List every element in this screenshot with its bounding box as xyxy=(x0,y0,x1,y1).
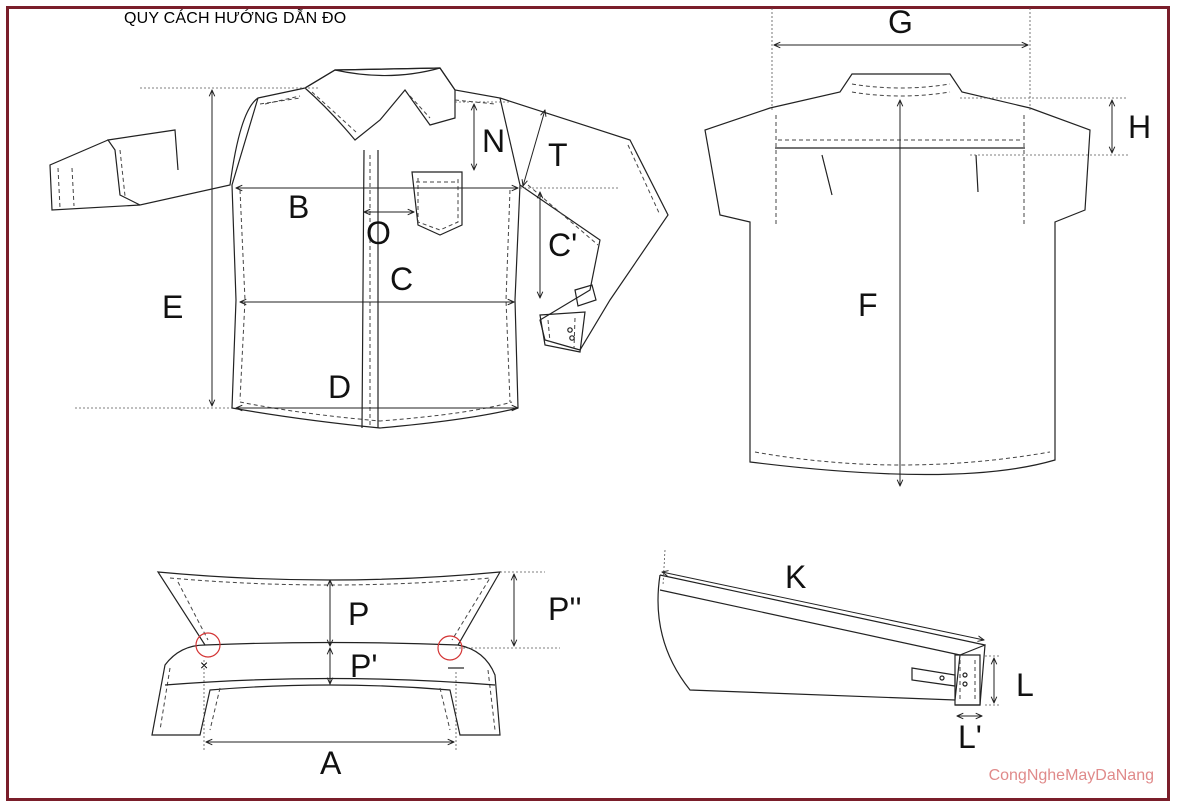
measure-K xyxy=(662,572,984,640)
label-F: F xyxy=(858,287,878,323)
measure-T xyxy=(523,110,545,186)
label-E: E xyxy=(162,289,183,325)
label-C-prime: C' xyxy=(548,227,577,263)
page-title: QUY CÁCH HƯỚNG DẪN ĐO xyxy=(124,10,347,27)
collar-measurements xyxy=(203,571,560,752)
sleeve-detail xyxy=(657,574,986,706)
page-frame xyxy=(6,6,1170,801)
sleeve-measurements xyxy=(662,549,1000,716)
label-O: O xyxy=(366,215,391,251)
label-P-double-prime: P'' xyxy=(548,591,582,627)
label-G: G xyxy=(888,4,913,40)
label-C: C xyxy=(390,261,413,297)
label-L: L xyxy=(1016,667,1034,703)
front-shirt xyxy=(49,67,669,429)
label-K: K xyxy=(785,559,806,595)
label-N: N xyxy=(482,123,505,159)
watermark-text: CongNgheMayDaNang xyxy=(988,767,1154,784)
label-P: P xyxy=(348,596,369,632)
label-B: B xyxy=(288,189,309,225)
label-T: T xyxy=(548,137,568,173)
front-measurements xyxy=(75,87,620,408)
label-H: H xyxy=(1128,109,1151,145)
collar-detail: × xyxy=(151,571,502,736)
label-A: A xyxy=(320,745,342,781)
label-L-prime: L' xyxy=(958,719,982,755)
back-measurements xyxy=(771,8,1128,486)
label-P-prime: P' xyxy=(350,648,377,684)
label-D: D xyxy=(328,369,351,405)
back-shirt xyxy=(704,73,1091,476)
